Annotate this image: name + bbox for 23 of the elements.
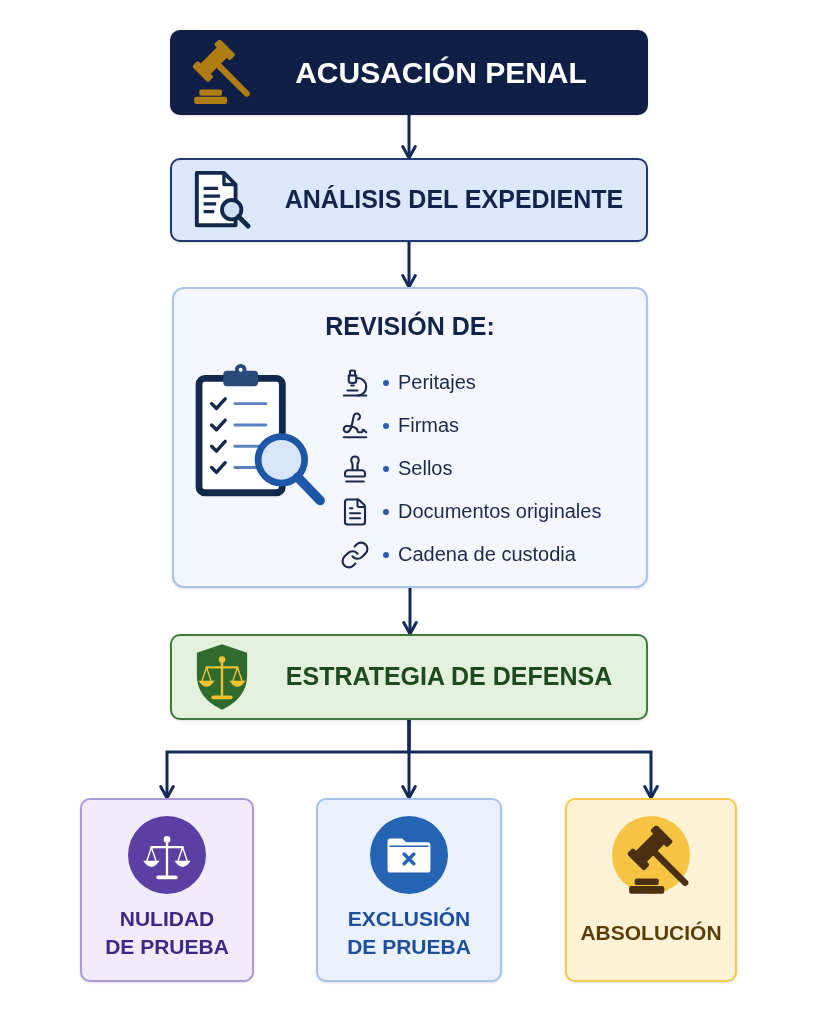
list-item-text: Peritajes [398,370,476,395]
list-item-text: Documentos originales [398,499,602,524]
process-box [170,30,648,115]
outcome-title: EXCLUSIÓN DE PRUEBA [346,905,472,960]
process-box [170,634,648,720]
panel-heading: REVISIÓN DE: [325,311,495,342]
box-title: ESTRATEGIA DE DEFENSA [285,661,613,693]
list-item-text: Firmas [398,413,460,438]
list-item-text: Cadena de custodia [398,542,576,567]
checklist-panel [172,287,648,588]
box-title: ANÁLISIS DEL EXPEDIENTE [284,184,624,216]
outcome-title: ABSOLUCIÓN [580,919,722,946]
arrow [401,242,417,289]
box-title: ACUSACIÓN PENAL [295,54,587,91]
list-item-text: Sellos [398,456,453,481]
arrow [401,115,417,160]
arrow [402,588,418,636]
arrow [407,720,659,800]
outcome-title: NULIDAD DE PRUEBA [104,905,230,960]
outcome-card [316,798,502,982]
outcome-card [565,798,737,982]
process-box [170,158,648,242]
outcome-card [80,798,254,982]
